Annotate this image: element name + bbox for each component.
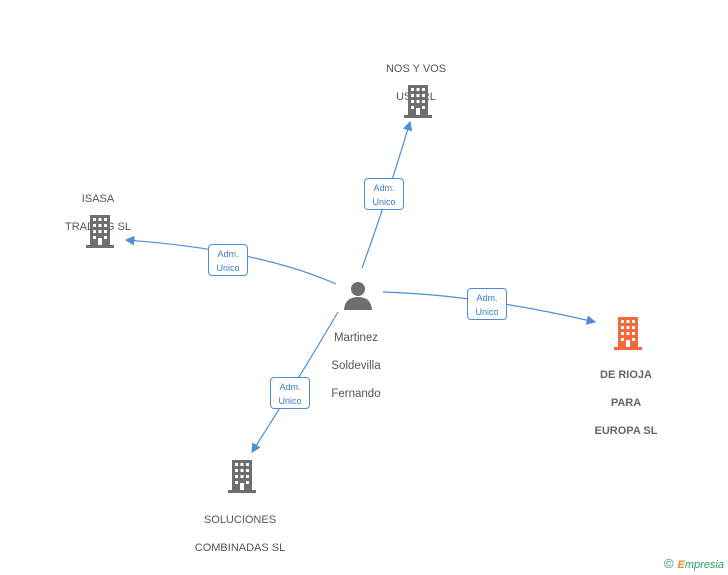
brand-footer[interactable]: ©Empresia <box>664 556 724 571</box>
relation-role: Unico <box>475 307 499 317</box>
relation-role: Unico <box>216 263 240 273</box>
company-name-line: PARA <box>610 397 642 409</box>
brand-rest: mpresia <box>684 559 724 571</box>
relation-badge-isasa[interactable]: Adm. Unico <box>208 244 248 276</box>
company-name-line: NOS Y VOS <box>385 63 447 75</box>
relation-badge-nos-y-vos[interactable]: Adm. Unico <box>364 178 404 210</box>
company-name-line: ISASA <box>81 193 115 205</box>
company-label-isasa[interactable]: ISASA TRADING SL <box>48 178 148 234</box>
company-label-soluciones[interactable]: SOLUCIONES COMBINADAS SL <box>180 499 300 555</box>
relation-role: Unico <box>278 396 302 406</box>
building-icon[interactable] <box>84 213 116 249</box>
person-name-line: Fernando <box>331 388 381 400</box>
brand-initial: E <box>677 559 685 571</box>
company-name-line: SOLUCIONES <box>203 514 277 526</box>
relation-role: Adm. <box>217 249 239 259</box>
person-icon[interactable] <box>343 280 373 312</box>
company-name-line: COMBINADAS SL <box>194 542 286 554</box>
relation-role: Unico <box>372 197 396 207</box>
brand-logo: Empresia <box>678 559 724 571</box>
relation-role: Adm. <box>279 382 301 392</box>
building-icon[interactable] <box>226 458 258 494</box>
company-label-de-rioja[interactable]: DE RIOJA PARA EUROPA SL <box>576 354 676 438</box>
person-name-line: Martinez <box>333 332 379 344</box>
building-icon[interactable] <box>612 315 644 351</box>
relation-badge-de-rioja[interactable]: Adm. Unico <box>467 288 507 320</box>
relation-badge-soluciones[interactable]: Adm. Unico <box>270 377 310 409</box>
company-name-line: EUROPA SL <box>594 425 658 437</box>
building-icon[interactable] <box>402 83 434 119</box>
person-label[interactable]: Martinez Soldevilla Fernando <box>306 317 406 401</box>
relation-role: Adm. <box>373 183 395 193</box>
relation-role: Adm. <box>476 293 498 303</box>
company-name-line: DE RIOJA <box>600 369 652 381</box>
copyright-icon: © <box>663 556 674 571</box>
person-name-line: Soldevilla <box>331 360 381 372</box>
